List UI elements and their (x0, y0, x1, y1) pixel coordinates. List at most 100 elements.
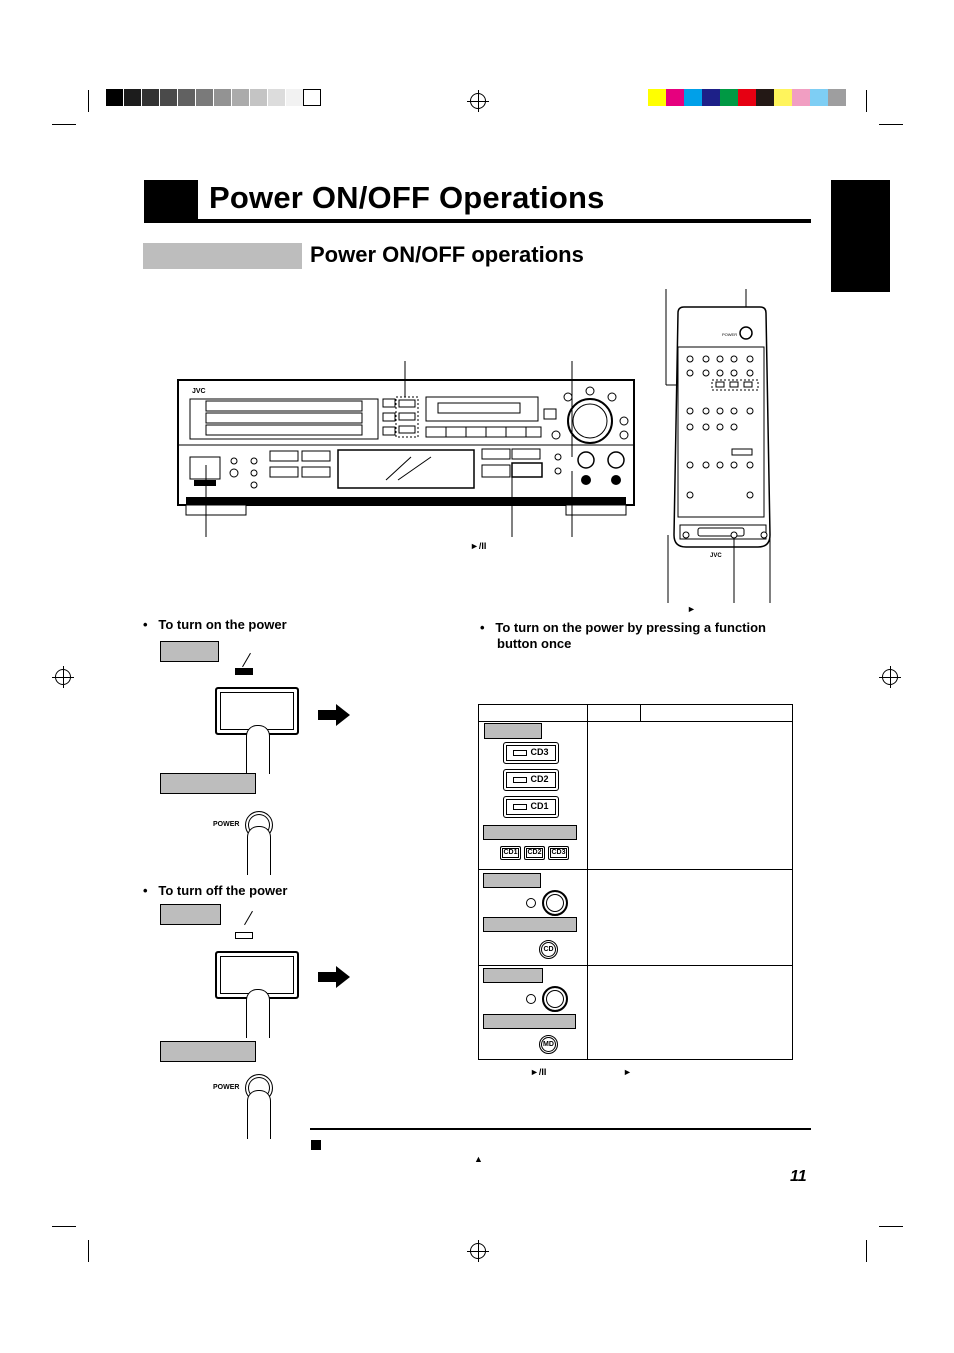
standby-indicator (235, 668, 253, 675)
cd2-button: CD2 (503, 769, 559, 791)
gray-swatch (195, 89, 213, 106)
color-swatch (720, 89, 738, 106)
gray-swatch (177, 89, 195, 106)
svg-text:POWER: POWER (722, 332, 737, 337)
page-title: Power ON/OFF Operations (209, 180, 605, 215)
table-row-rule (479, 965, 792, 966)
table-header-rule (479, 721, 792, 722)
registration-mark (879, 666, 901, 688)
gray-swatch (231, 89, 249, 106)
table-column-rule (587, 705, 588, 1059)
function-table (478, 704, 793, 1060)
finger-icon (246, 989, 270, 1038)
crop-mark (52, 124, 76, 125)
remote-cd2-button: CD2 (524, 846, 545, 860)
color-swatch (792, 89, 810, 106)
color-swatch (684, 89, 702, 106)
footer-play-glyph: ► (623, 1067, 632, 1077)
color-swatch (702, 89, 720, 106)
bullet: • (143, 883, 148, 898)
color-swatch (666, 89, 684, 106)
remote-illustration: POWER JVC (665, 289, 771, 603)
function-knob (542, 986, 568, 1012)
remote-cd-button: CD (539, 940, 558, 959)
gray-swatch (123, 89, 141, 106)
label-box (483, 1014, 576, 1029)
indicator-lamp (526, 994, 536, 1004)
gray-swatch (159, 89, 177, 106)
remote-cd3-button: CD3 (548, 846, 569, 860)
registration-mark (467, 90, 489, 112)
gray-swatch (105, 89, 123, 106)
label-box (160, 1041, 256, 1062)
gray-swatch (249, 89, 267, 106)
turn-off-title: To turn off the power (158, 883, 288, 898)
indicator-leader (242, 652, 251, 668)
color-swatch (648, 89, 666, 106)
function-on-title-line2: button once (497, 636, 572, 651)
section-title: Power ON/OFF operations (310, 242, 584, 267)
indicator-leader (244, 910, 253, 926)
indicator-lamp (526, 898, 536, 908)
note-marker (311, 1140, 321, 1150)
remote-md-button: MD (539, 1035, 558, 1054)
gray-swatch (303, 89, 321, 106)
function-on-heading: • To turn on the power by pressing a fun… (480, 620, 766, 652)
power-label: POWER (213, 1084, 240, 1091)
label-box (484, 723, 542, 739)
color-swatch (810, 89, 828, 106)
crop-mark (88, 1240, 89, 1262)
gray-swatch (213, 89, 231, 106)
color-bar (648, 89, 846, 106)
finger-icon (247, 1090, 271, 1139)
color-swatch (774, 89, 792, 106)
crop-mark (88, 90, 89, 112)
deck-illustration: JVC (177, 361, 635, 537)
bullet: • (480, 620, 485, 635)
side-tab (831, 180, 890, 292)
gray-swatch (285, 89, 303, 106)
registration-mark (467, 1240, 489, 1262)
crop-mark (879, 124, 903, 125)
svg-text:JVC: JVC (710, 553, 722, 559)
label-box (483, 917, 577, 932)
label-box (160, 904, 221, 925)
crop-mark (866, 1240, 867, 1262)
power-label: POWER (213, 821, 240, 828)
standby-indicator (235, 932, 253, 939)
note-rule (310, 1128, 811, 1130)
cd1-button: CD1 (503, 796, 559, 818)
label-box (483, 825, 577, 840)
color-swatch (828, 89, 846, 106)
turn-on-heading: • To turn on the power (143, 617, 287, 632)
right-arrow-icon (318, 966, 350, 988)
label-box (160, 773, 256, 794)
turn-on-title: To turn on the power (158, 617, 287, 632)
finger-icon (246, 725, 270, 774)
color-swatch (738, 89, 756, 106)
bullet: • (143, 617, 148, 632)
registration-mark (52, 666, 74, 688)
play-pause-label: ►/II (470, 541, 487, 551)
eject-glyph: ▲ (474, 1154, 483, 1164)
remote-cd1-button: CD1 (500, 846, 521, 860)
gray-swatch (141, 89, 159, 106)
gray-scale-bar (105, 89, 321, 106)
label-box (483, 873, 541, 888)
crop-mark (866, 90, 867, 112)
crop-mark (52, 1226, 76, 1227)
turn-off-heading: • To turn off the power (143, 883, 287, 898)
cd3-button: CD3 (503, 742, 559, 764)
table-row-rule (479, 869, 792, 870)
right-arrow-icon (318, 704, 350, 726)
gray-swatch (267, 89, 285, 106)
page-number: 11 (790, 1168, 807, 1185)
crop-mark (879, 1226, 903, 1227)
label-box (483, 968, 543, 983)
remote-play-label: ► (687, 604, 696, 614)
color-swatch (756, 89, 774, 106)
label-box (160, 641, 219, 662)
svg-text:JVC: JVC (192, 388, 206, 395)
title-rule (198, 219, 811, 223)
title-block (144, 180, 198, 223)
